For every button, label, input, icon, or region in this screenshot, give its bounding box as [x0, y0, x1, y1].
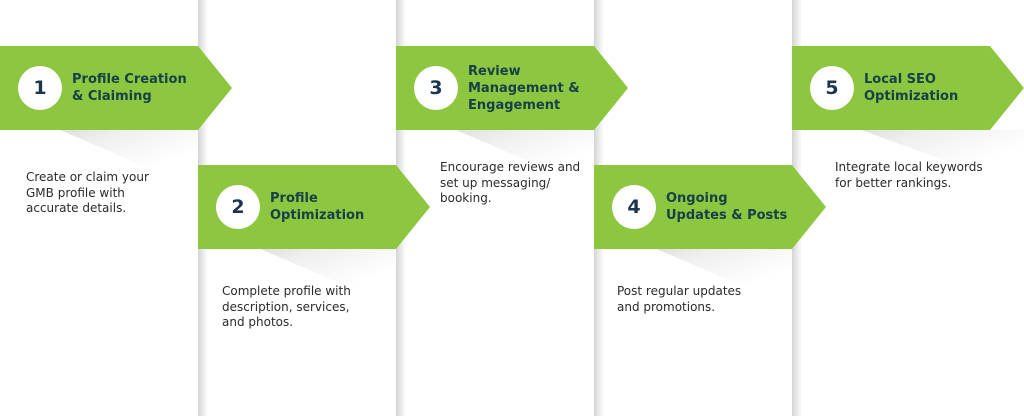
step-banner-5: 5 Local SEO Optimization: [792, 46, 1024, 130]
arrow-shape: [396, 46, 628, 130]
step-banner-2: 2 Profile Optimization: [198, 165, 430, 249]
step-number-badge: 5: [810, 66, 854, 110]
step-title: Local SEO Optimization: [864, 72, 959, 104]
step-description: Encourage reviews and set up messaging/ …: [440, 160, 581, 205]
arrow-shape: [198, 165, 430, 249]
step-banner-4: 4 Ongoing Updates & Posts: [594, 165, 826, 249]
step-title: Ongoing Updates & Posts: [666, 191, 788, 223]
step-title: Profile Optimization: [270, 191, 365, 223]
step-number-badge: 1: [18, 66, 62, 110]
step-number-badge: 3: [414, 66, 458, 110]
step-description: Create or claim your GMB profile with ac…: [26, 170, 149, 215]
step-title: Profile Creation & Claiming: [72, 72, 187, 104]
step-number-badge: 4: [612, 185, 656, 229]
step-description: Post regular updates and promotions.: [617, 284, 742, 314]
step-title: Review Management & Engagement: [468, 63, 580, 113]
step-banner-3: 3 Review Management & Engagement: [396, 46, 628, 130]
arrow-shape: [792, 46, 1024, 130]
step-number-badge: 2: [216, 185, 260, 229]
step-description: Integrate local keywords for better rank…: [835, 160, 983, 190]
arrow-shape: [0, 46, 232, 130]
step-description: Complete profile with description, servi…: [222, 284, 351, 329]
arrow-shape: [594, 165, 826, 249]
step-banner-1: 1 Profile Creation & Claiming: [0, 46, 232, 130]
